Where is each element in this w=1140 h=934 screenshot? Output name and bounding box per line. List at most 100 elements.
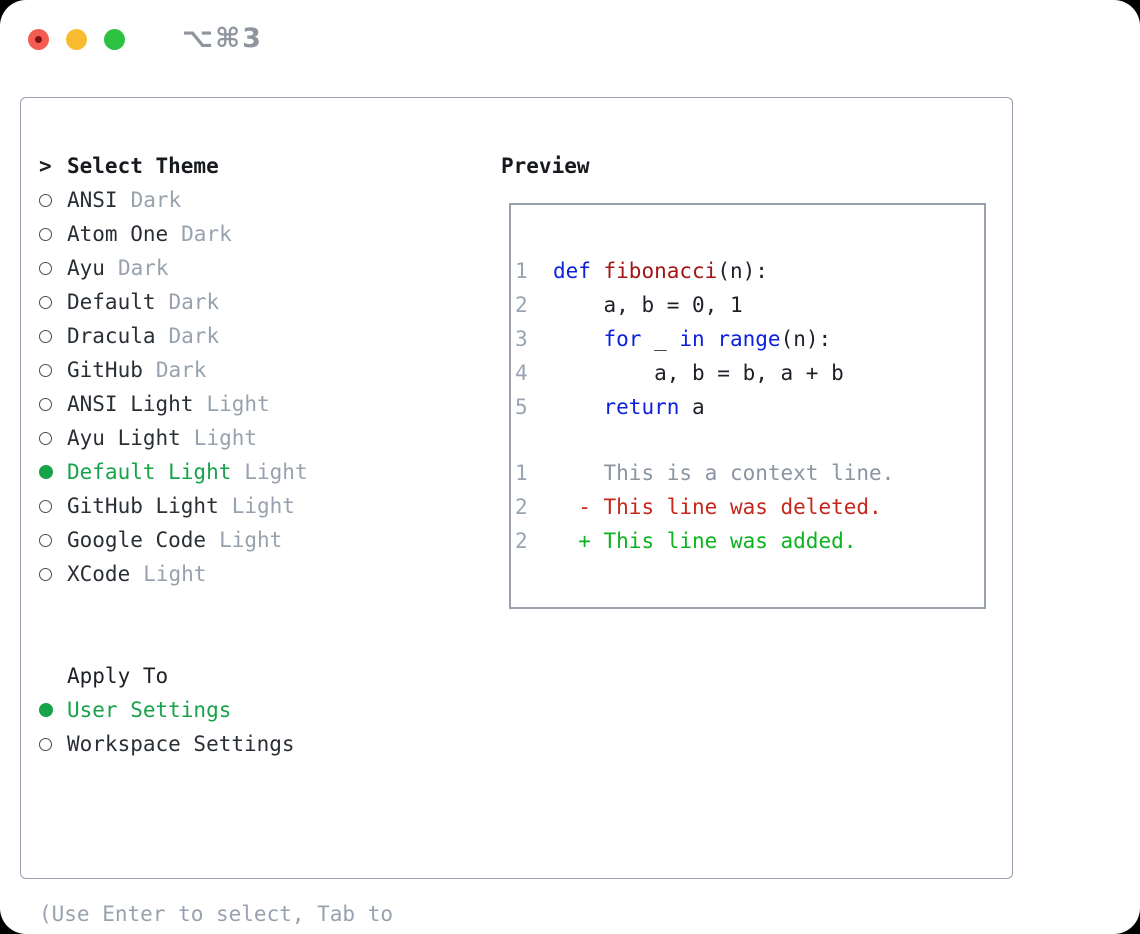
- radio-icon: [39, 567, 52, 581]
- radio-icon: [39, 261, 52, 275]
- theme-label: Google Code: [67, 528, 207, 552]
- code-text: a, b = b, a + b: [527, 361, 844, 385]
- code-line: 2 a, b = 0, 1: [515, 288, 984, 322]
- code-keyword: for: [603, 327, 642, 351]
- theme-list-column: > Select Theme ANSI Dark Atom One Dark A…: [39, 149, 479, 934]
- radio-icon: [39, 431, 52, 445]
- theme-label: Ayu: [67, 256, 105, 280]
- theme-label: Default Light: [67, 460, 232, 484]
- theme-option-default-dark[interactable]: Default Dark: [39, 285, 479, 319]
- theme-label: ANSI Light: [67, 392, 194, 416]
- line-number: 5: [515, 395, 528, 419]
- line-number: 4: [515, 361, 528, 385]
- window-shortcut-label: ⌥⌘3: [182, 23, 263, 54]
- keyboard-hint: (Use Enter to select, Tab to change focu…: [39, 829, 479, 934]
- radio-icon: [39, 363, 52, 377]
- code-keyword: in: [679, 327, 705, 351]
- theme-variant-tag: Dark: [130, 188, 182, 212]
- line-number: 1: [515, 461, 528, 485]
- diff-added-text: + This line was added.: [527, 529, 857, 553]
- close-button[interactable]: [28, 28, 49, 50]
- code-line: 4 a, b = b, a + b: [515, 356, 984, 390]
- theme-option-ayu-light[interactable]: Ayu Light Light: [39, 421, 479, 455]
- theme-variant-tag: Dark: [117, 256, 169, 280]
- theme-variant-tag: Dark: [168, 324, 220, 348]
- minimize-button[interactable]: [66, 28, 87, 50]
- code-line: 3 for _ in range(n):: [515, 322, 984, 356]
- theme-option-default-light[interactable]: Default Light Light: [39, 455, 479, 489]
- apply-option-user-settings[interactable]: User Settings: [39, 693, 479, 727]
- code-text: (n):: [780, 327, 832, 351]
- radio-selected-icon: [39, 703, 53, 717]
- radio-icon: [39, 397, 52, 411]
- theme-label: GitHub Light: [67, 494, 219, 518]
- apply-to-header-row: Apply To: [39, 659, 479, 693]
- code-keyword: return: [603, 395, 680, 419]
- window-titlebar: ⌥⌘3: [28, 23, 263, 54]
- theme-option-atom-one-dark[interactable]: Atom One Dark: [39, 217, 479, 251]
- theme-picker-panel: > Select Theme ANSI Dark Atom One Dark A…: [20, 97, 1013, 926]
- spacer: [39, 761, 479, 829]
- theme-option-ansi-light[interactable]: ANSI Light Light: [39, 387, 479, 421]
- theme-option-github-dark[interactable]: GitHub Dark: [39, 353, 479, 387]
- unsaved-dot-icon: [35, 35, 42, 43]
- theme-option-google-code-light[interactable]: Google Code Light: [39, 523, 479, 557]
- code-text: [528, 395, 604, 419]
- theme-label: Ayu Light: [67, 426, 181, 450]
- theme-variant-tag: Dark: [168, 290, 220, 314]
- diff-deleted-line: 2 - This line was deleted.: [515, 490, 984, 524]
- line-number: 1: [515, 259, 528, 283]
- line-number: 2: [515, 293, 528, 317]
- focus-caret-icon: >: [39, 154, 52, 178]
- spacer: [39, 591, 479, 659]
- theme-variant-tag: Light: [231, 494, 295, 518]
- theme-option-dracula-dark[interactable]: Dracula Dark: [39, 319, 479, 353]
- code-text: [705, 327, 718, 351]
- apply-label: User Settings: [67, 698, 232, 722]
- apply-label: Workspace Settings: [67, 732, 295, 756]
- line-number: 2: [515, 529, 528, 553]
- code-text: _: [641, 327, 680, 351]
- theme-variant-tag: Light: [219, 528, 283, 552]
- diff-context-line: 1 This is a context line.: [515, 456, 984, 490]
- theme-label: GitHub: [67, 358, 143, 382]
- theme-variant-tag: Light: [244, 460, 308, 484]
- code-text: (n):: [717, 259, 768, 283]
- radio-icon: [39, 227, 52, 241]
- theme-label: XCode: [67, 562, 131, 586]
- theme-label: Dracula: [67, 324, 156, 348]
- apply-option-workspace-settings[interactable]: Workspace Settings: [39, 727, 479, 761]
- theme-label: ANSI: [67, 188, 118, 212]
- apply-to-title: Apply To: [67, 664, 169, 688]
- theme-variant-tag: Light: [143, 562, 207, 586]
- theme-option-ansi-dark[interactable]: ANSI Dark: [39, 183, 479, 217]
- radio-icon: [39, 737, 52, 751]
- code-text: a, b = 0, 1: [527, 293, 743, 317]
- hint-line-1: (Use Enter to select, Tab to: [39, 902, 394, 926]
- code-preview: 1 def fibonacci(n): 2 a, b = 0, 1 3 for …: [515, 254, 984, 424]
- diff-added-line: 2 + This line was added.: [515, 524, 984, 558]
- preview-title: Preview: [501, 154, 590, 178]
- radio-icon: [39, 329, 52, 343]
- line-number: 2: [515, 495, 528, 519]
- theme-option-ayu-dark[interactable]: Ayu Dark: [39, 251, 479, 285]
- code-keyword: def: [527, 259, 591, 283]
- select-theme-title: Select Theme: [67, 154, 219, 178]
- code-line: 1 def fibonacci(n):: [515, 254, 984, 288]
- code-line: 5 return a: [515, 390, 984, 424]
- radio-icon: [39, 295, 52, 309]
- theme-option-github-light[interactable]: GitHub Light Light: [39, 489, 479, 523]
- radio-icon: [39, 193, 52, 207]
- radio-icon: [39, 499, 52, 513]
- code-text: [528, 327, 604, 351]
- select-theme-header-row: > Select Theme: [39, 149, 479, 183]
- diff-context-text: This is a context line.: [527, 461, 895, 485]
- radio-selected-icon: [39, 465, 53, 479]
- theme-label: Default: [67, 290, 156, 314]
- diff-preview: 1 This is a context line. 2 - This line …: [515, 456, 984, 558]
- theme-option-xcode-light[interactable]: XCode Light: [39, 557, 479, 591]
- maximize-button[interactable]: [104, 28, 125, 50]
- theme-variant-tag: Light: [206, 392, 270, 416]
- theme-variant-tag: Light: [193, 426, 258, 450]
